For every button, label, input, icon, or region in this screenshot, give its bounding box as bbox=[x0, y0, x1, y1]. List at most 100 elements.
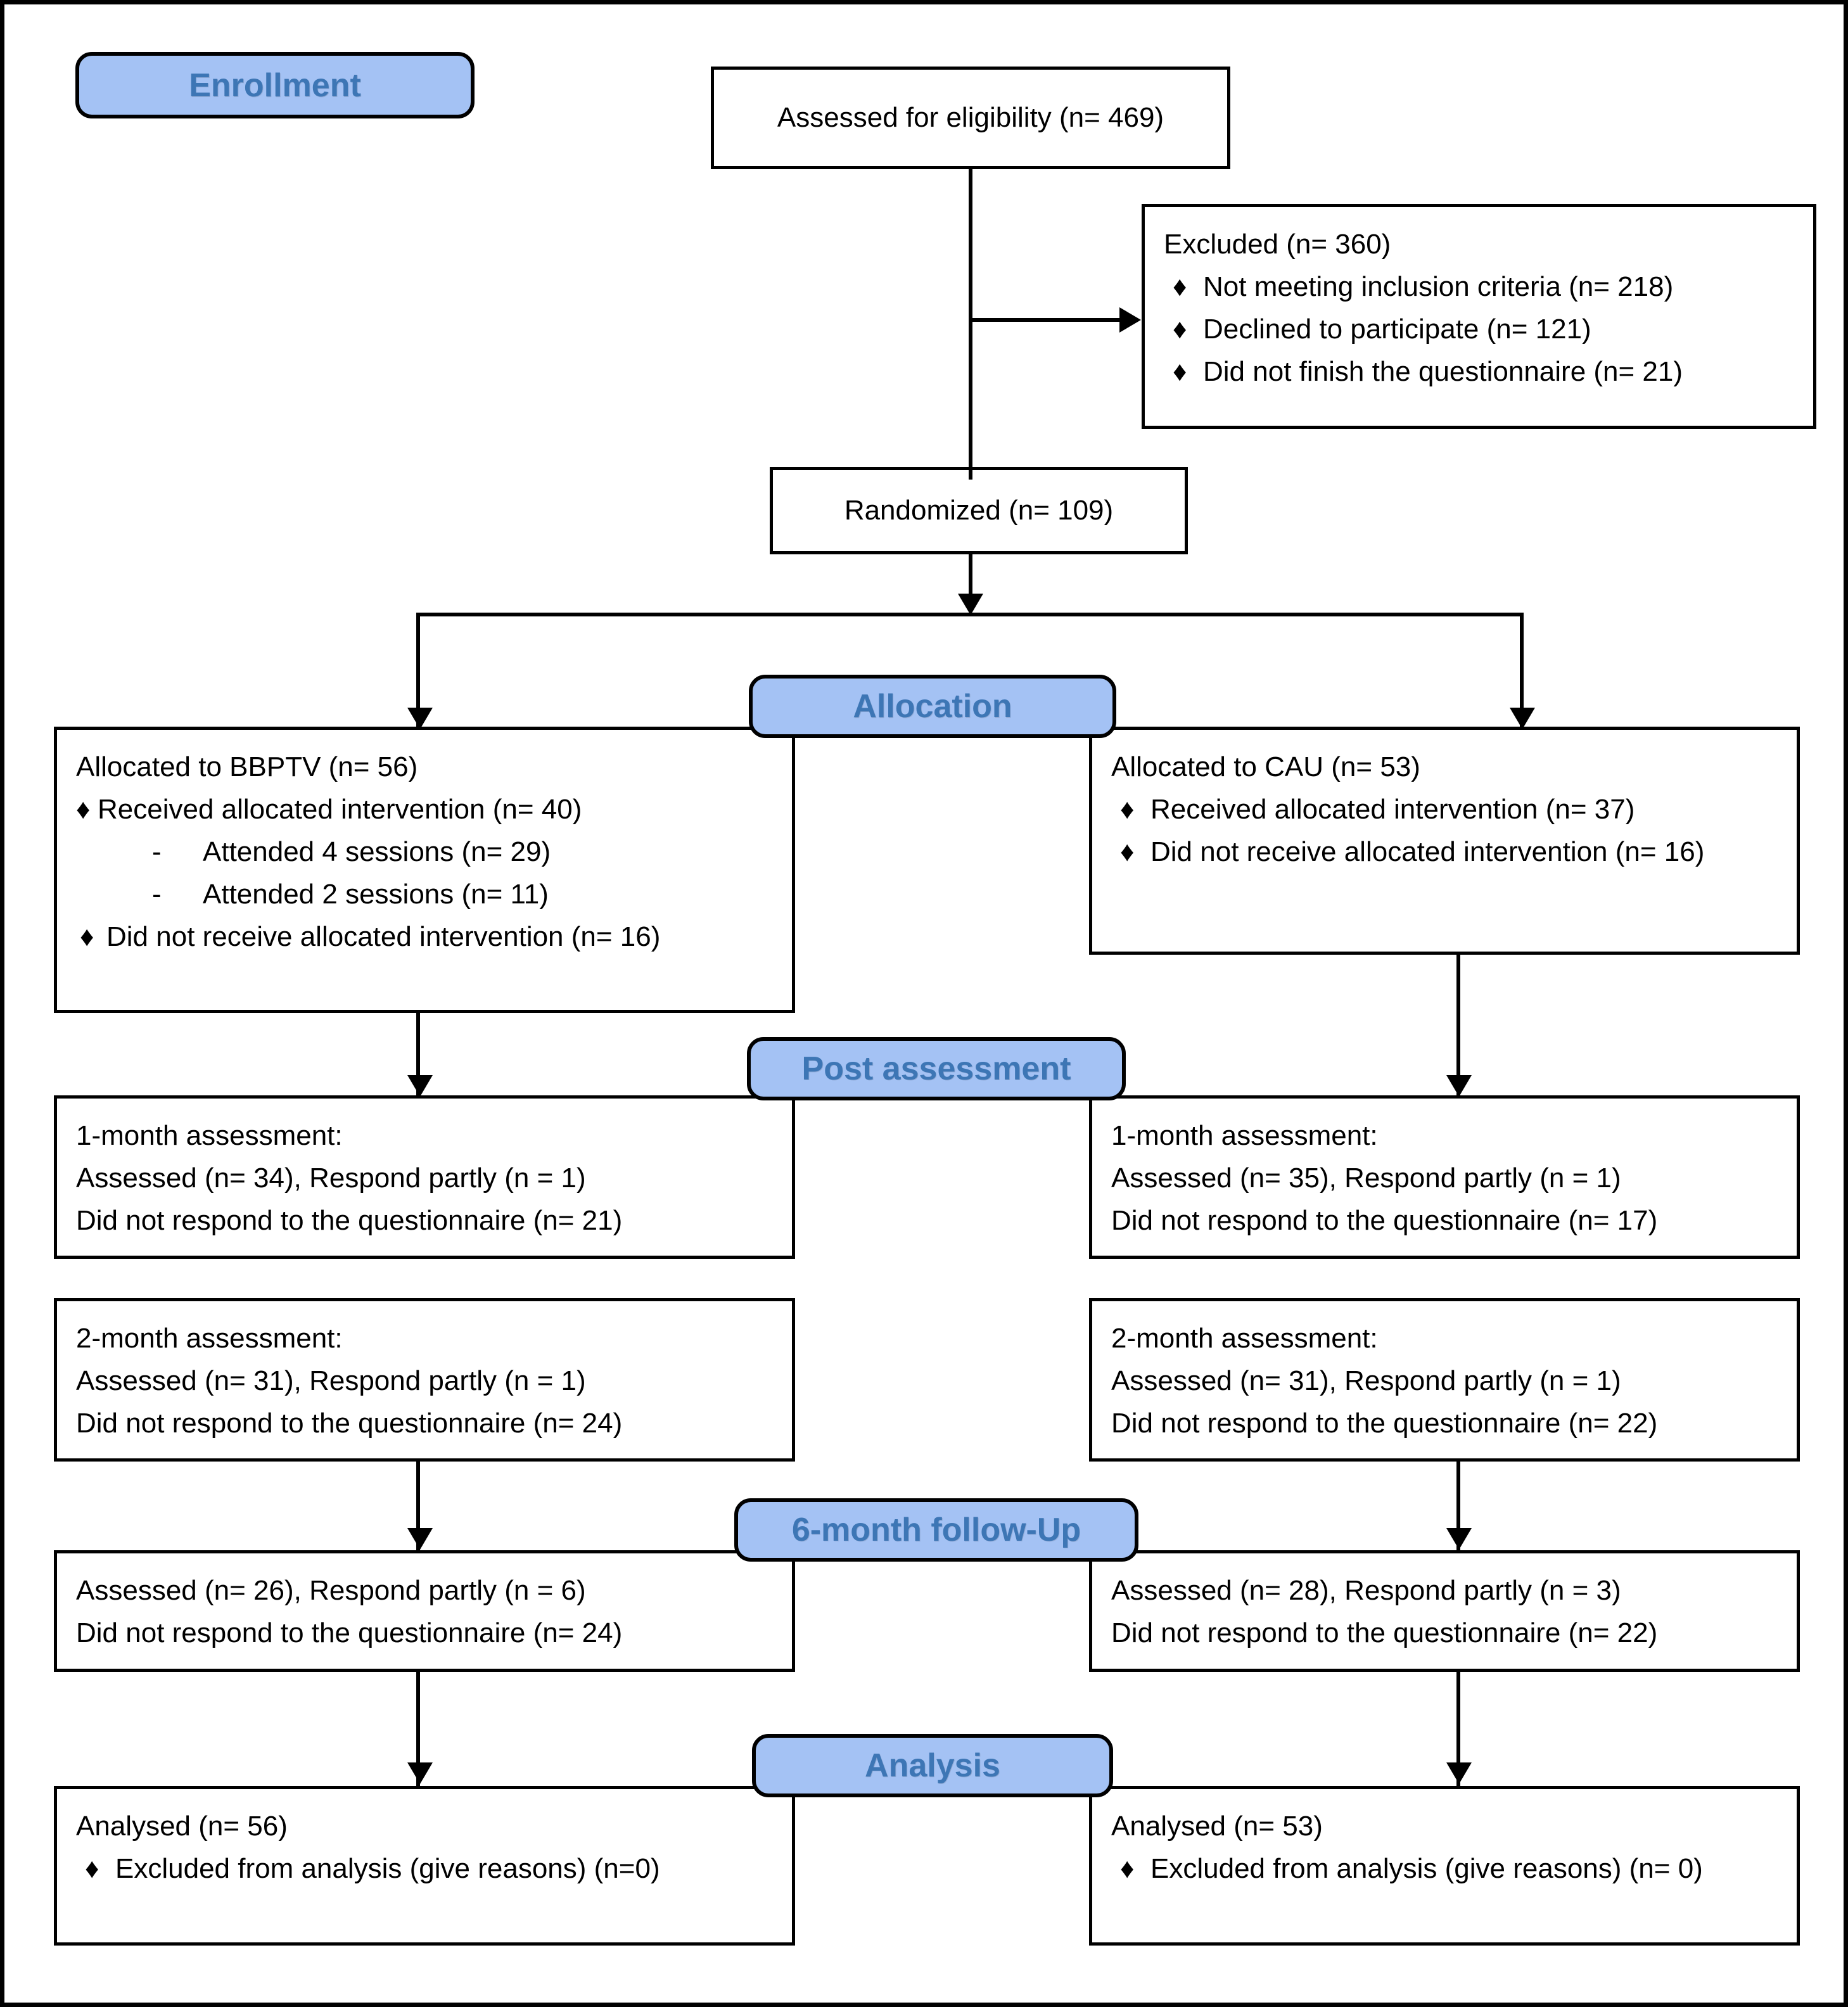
analysis-left-analysed: Analysed (n= 56) bbox=[76, 1811, 288, 1842]
diamond-bullet-icon: ♦ bbox=[1120, 836, 1135, 867]
stage-label-post-assessment: Post assessment bbox=[801, 1050, 1071, 1087]
stage-pill-follow-up: 6-month follow-Up bbox=[734, 1498, 1138, 1562]
excluded-reason-1-text: Declined to participate (n= 121) bbox=[1203, 313, 1591, 345]
arrowhead-followup-right bbox=[1446, 1528, 1472, 1550]
diamond-bullet-icon: ♦ bbox=[1173, 271, 1187, 302]
connector-2month-left-to-followup bbox=[416, 1462, 420, 1550]
box-excluded: Excluded (n= 360) ♦ Not meeting inclusio… bbox=[1142, 204, 1816, 429]
2month-left-assessed: Assessed (n= 31), Respond partly (n = 1) bbox=[76, 1365, 586, 1396]
excluded-reason-1: ♦ Declined to participate (n= 121) bbox=[1164, 309, 1794, 351]
arrowhead-1month-right bbox=[1446, 1075, 1472, 1097]
allocated-cau-header: Allocated to CAU (n= 53) bbox=[1111, 751, 1420, 782]
analysis-right-analysed: Analysed (n= 53) bbox=[1111, 1811, 1323, 1842]
connector-assessed-to-randomized bbox=[969, 169, 972, 480]
allocated-cau-not-received: ♦ Did not receive allocated intervention… bbox=[1111, 831, 1778, 874]
allocated-bbptv-sub-1-text: Attended 2 sessions (n= 11) bbox=[203, 878, 549, 910]
dash-bullet-icon: - bbox=[152, 836, 162, 867]
box-randomized: Randomized (n= 109) bbox=[770, 467, 1188, 554]
connector-followup-left-to-analysis bbox=[416, 1672, 420, 1786]
box-followup-left: Assessed (n= 26), Respond partly (n = 6)… bbox=[54, 1550, 795, 1672]
followup-left-assessed: Assessed (n= 26), Respond partly (n = 6) bbox=[76, 1575, 586, 1606]
2month-left-header: 2-month assessment: bbox=[76, 1323, 343, 1354]
allocated-cau-received-text: Received allocated intervention (n= 37) bbox=[1150, 793, 1635, 825]
excluded-reason-2: ♦ Did not finish the questionnaire (n= 2… bbox=[1164, 351, 1794, 393]
analysis-left-excluded-text: Excluded from analysis (give reasons) (n… bbox=[115, 1852, 660, 1884]
box-assessed-for-eligibility: Assessed for eligibility (n= 469) bbox=[711, 67, 1230, 169]
connector-randomized-down bbox=[969, 554, 972, 611]
box-allocated-bbptv: Allocated to BBPTV (n= 56) ♦ Received al… bbox=[54, 727, 795, 1013]
diamond-bullet-icon: ♦ bbox=[85, 1852, 99, 1884]
excluded-reason-0: ♦ Not meeting inclusion criteria (n= 218… bbox=[1164, 266, 1794, 309]
diamond-bullet-icon: ♦ bbox=[80, 921, 94, 952]
allocated-bbptv-received-text: Received allocated intervention (n= 40) bbox=[98, 793, 582, 825]
followup-right-no-response: Did not respond to the questionnaire (n=… bbox=[1111, 1617, 1658, 1648]
2month-left-no-response: Did not respond to the questionnaire (n=… bbox=[76, 1407, 623, 1439]
box-2month-right: 2-month assessment: Assessed (n= 31), Re… bbox=[1089, 1298, 1800, 1462]
connector-to-excluded bbox=[969, 318, 1127, 322]
stage-label-follow-up: 6-month follow-Up bbox=[791, 1512, 1081, 1548]
connector-split-left bbox=[416, 613, 420, 730]
arrowhead-1month-left bbox=[407, 1075, 433, 1097]
allocated-bbptv-not-received: ♦ Did not receive allocated intervention… bbox=[76, 916, 773, 959]
assessed-for-eligibility-text: Assessed for eligibility (n= 469) bbox=[777, 101, 1164, 133]
box-analysis-right: Analysed (n= 53) ♦ Excluded from analysi… bbox=[1089, 1786, 1800, 1946]
diamond-bullet-icon: ♦ bbox=[1120, 1852, 1135, 1884]
analysis-right-excluded: ♦ Excluded from analysis (give reasons) … bbox=[1111, 1848, 1778, 1890]
arrowhead-randomized-split bbox=[958, 594, 983, 615]
box-analysis-left: Analysed (n= 56) ♦ Excluded from analysi… bbox=[54, 1786, 795, 1946]
2month-right-assessed: Assessed (n= 31), Respond partly (n = 1) bbox=[1111, 1365, 1621, 1396]
allocated-bbptv-received: ♦ Received allocated intervention (n= 40… bbox=[76, 789, 773, 831]
stage-pill-allocation: Allocation bbox=[749, 675, 1116, 738]
arrowhead-analysis-right bbox=[1446, 1762, 1472, 1784]
allocated-cau-received: ♦ Received allocated intervention (n= 37… bbox=[1111, 789, 1778, 831]
analysis-right-excluded-text: Excluded from analysis (give reasons) (n… bbox=[1150, 1852, 1703, 1884]
allocated-bbptv-sub-0-text: Attended 4 sessions (n= 29) bbox=[203, 836, 551, 867]
followup-left-no-response: Did not respond to the questionnaire (n=… bbox=[76, 1617, 623, 1648]
allocated-bbptv-sub-0: - Attended 4 sessions (n= 29) bbox=[76, 831, 773, 874]
box-1month-left: 1-month assessment: Assessed (n= 34), Re… bbox=[54, 1095, 795, 1259]
stage-pill-analysis: Analysis bbox=[752, 1734, 1113, 1797]
diamond-bullet-icon: ♦ bbox=[76, 793, 91, 825]
allocated-bbptv-sub-1: - Attended 2 sessions (n= 11) bbox=[76, 874, 773, 916]
box-followup-right: Assessed (n= 28), Respond partly (n = 3)… bbox=[1089, 1550, 1800, 1672]
allocated-bbptv-header: Allocated to BBPTV (n= 56) bbox=[76, 751, 418, 782]
1month-left-header: 1-month assessment: bbox=[76, 1120, 343, 1151]
stage-label-analysis: Analysis bbox=[865, 1747, 1000, 1784]
arrowhead-to-alloc-left bbox=[407, 708, 433, 729]
2month-right-no-response: Did not respond to the questionnaire (n=… bbox=[1111, 1407, 1658, 1439]
dash-bullet-icon: - bbox=[152, 878, 162, 910]
allocated-bbptv-not-received-text: Did not receive allocated intervention (… bbox=[106, 921, 661, 952]
1month-right-no-response: Did not respond to the questionnaire (n=… bbox=[1111, 1204, 1658, 1236]
connector-alloc-left-to-1month bbox=[416, 1013, 420, 1095]
excluded-reason-0-text: Not meeting inclusion criteria (n= 218) bbox=[1203, 271, 1674, 302]
arrowhead-to-excluded bbox=[1119, 307, 1141, 333]
1month-right-header: 1-month assessment: bbox=[1111, 1120, 1378, 1151]
1month-right-assessed: Assessed (n= 35), Respond partly (n = 1) bbox=[1111, 1162, 1621, 1194]
1month-left-no-response: Did not respond to the questionnaire (n=… bbox=[76, 1204, 623, 1236]
connector-alloc-right-to-1month bbox=[1456, 955, 1460, 1095]
arrowhead-analysis-left bbox=[407, 1762, 433, 1784]
connector-followup-right-to-analysis bbox=[1456, 1672, 1460, 1786]
box-allocated-cau: Allocated to CAU (n= 53) ♦ Received allo… bbox=[1089, 727, 1800, 955]
diamond-bullet-icon: ♦ bbox=[1173, 313, 1187, 345]
stage-label-enrollment: Enrollment bbox=[189, 67, 361, 104]
excluded-header: Excluded (n= 360) bbox=[1164, 229, 1391, 260]
stage-pill-enrollment: Enrollment bbox=[75, 52, 475, 118]
stage-label-allocation: Allocation bbox=[853, 688, 1012, 725]
box-2month-left: 2-month assessment: Assessed (n= 31), Re… bbox=[54, 1298, 795, 1462]
diamond-bullet-icon: ♦ bbox=[1120, 793, 1135, 825]
diamond-bullet-icon: ♦ bbox=[1173, 355, 1187, 387]
arrowhead-followup-left bbox=[407, 1528, 433, 1550]
followup-right-assessed: Assessed (n= 28), Respond partly (n = 3) bbox=[1111, 1575, 1621, 1606]
2month-right-header: 2-month assessment: bbox=[1111, 1323, 1378, 1354]
randomized-text: Randomized (n= 109) bbox=[844, 494, 1114, 526]
connector-2month-right-to-followup bbox=[1456, 1462, 1460, 1550]
arrowhead-to-alloc-right bbox=[1510, 708, 1535, 729]
connector-split-right bbox=[1520, 613, 1524, 730]
box-1month-right: 1-month assessment: Assessed (n= 35), Re… bbox=[1089, 1095, 1800, 1259]
1month-left-assessed: Assessed (n= 34), Respond partly (n = 1) bbox=[76, 1162, 586, 1194]
analysis-left-excluded: ♦ Excluded from analysis (give reasons) … bbox=[76, 1848, 773, 1890]
allocated-cau-not-received-text: Did not receive allocated intervention (… bbox=[1150, 836, 1705, 867]
stage-pill-post-assessment: Post assessment bbox=[747, 1037, 1126, 1100]
